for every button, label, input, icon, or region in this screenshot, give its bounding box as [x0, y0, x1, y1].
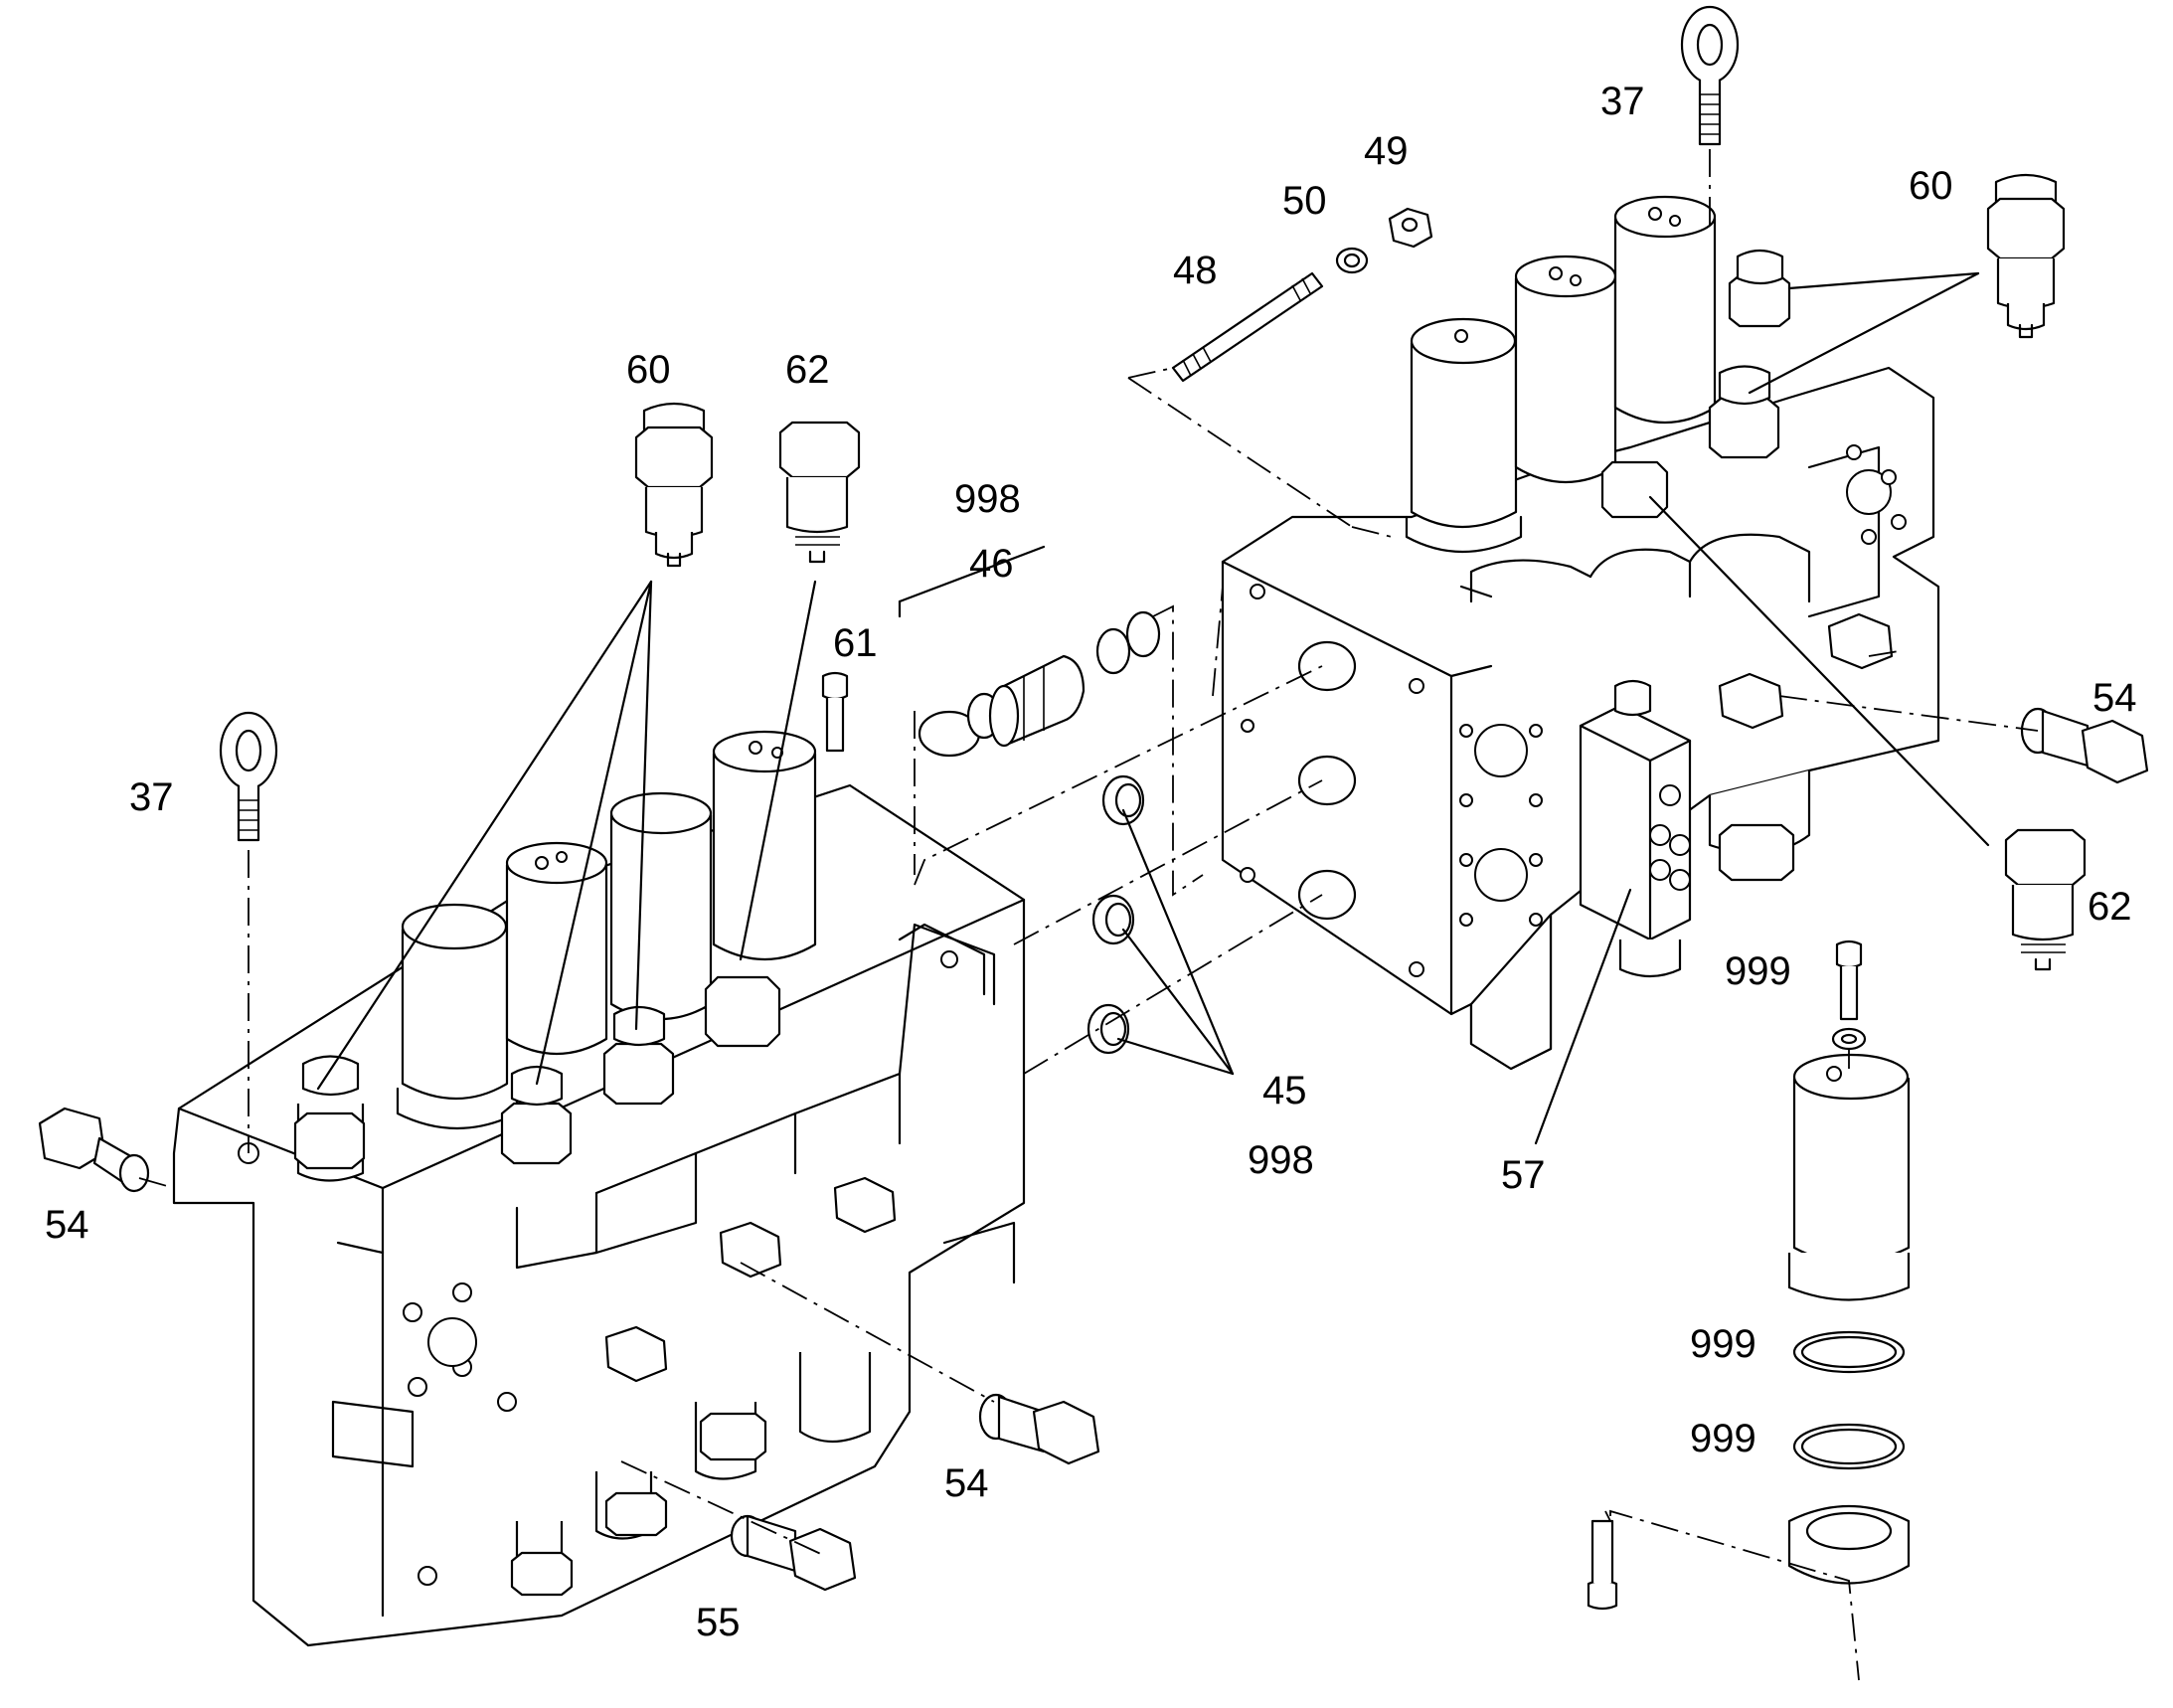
- left-solenoid-coils: [396, 730, 817, 1130]
- label-54-middle: 54: [944, 1461, 989, 1505]
- label-55: 55: [696, 1601, 741, 1644]
- label-46: 46: [969, 542, 1014, 586]
- plug-54-middle: [978, 1393, 1100, 1465]
- label-62-right: 62: [2088, 885, 2132, 929]
- cartridge-60-left: [634, 402, 714, 568]
- label-62-left: 62: [785, 348, 830, 392]
- label-37-right: 37: [1600, 80, 1645, 123]
- cartridge-62-right: [2004, 828, 2087, 971]
- cartridge-60-right: [1986, 173, 2066, 339]
- left-cartridge-valves: [293, 975, 781, 1182]
- label-54-right: 54: [2092, 676, 2137, 720]
- solenoid-assembly-999: [1587, 939, 1911, 1611]
- stud-48-nut-49-washer-50: [1171, 207, 1433, 383]
- right-valve-block: [1221, 366, 1940, 1071]
- part-labels: 37 37 45 46 48 49 50 54 54 54 55 57 60 6…: [45, 80, 2137, 1644]
- label-48: 48: [1173, 249, 1218, 292]
- right-pilot-module: [1579, 679, 1692, 978]
- eye-bolt-right: [1680, 5, 1740, 146]
- right-solenoid-coils: [1405, 195, 1717, 554]
- screw-61: [821, 671, 849, 753]
- label-61: 61: [833, 621, 878, 665]
- label-998-bottom: 998: [1248, 1138, 1314, 1182]
- label-60-right: 60: [1909, 164, 1953, 208]
- left-valve-block: [172, 783, 1026, 1647]
- plug-55: [730, 1514, 857, 1592]
- label-45: 45: [1262, 1069, 1307, 1112]
- label-998-top: 998: [954, 477, 1021, 521]
- leader-lines: [316, 271, 1990, 1145]
- plug-54-left: [38, 1107, 150, 1193]
- spool-46: [918, 610, 1161, 758]
- plug-54-right: [2020, 707, 2149, 784]
- label-999-bottom: 999: [1690, 1417, 1756, 1460]
- label-50: 50: [1282, 179, 1327, 223]
- label-54-left: 54: [45, 1203, 89, 1247]
- eye-bolt-left: [219, 711, 278, 842]
- label-49: 49: [1364, 129, 1409, 173]
- label-999-middle: 999: [1690, 1322, 1756, 1366]
- orings-45: [1086, 774, 1145, 1055]
- label-57: 57: [1501, 1153, 1546, 1197]
- label-999-top: 999: [1725, 949, 1791, 993]
- right-cartridge-valves: [1600, 249, 1791, 519]
- label-37-left: 37: [129, 775, 174, 819]
- assembly-lines: [138, 149, 2039, 1681]
- cartridge-62-left: [778, 421, 861, 564]
- label-60-left: 60: [626, 348, 671, 392]
